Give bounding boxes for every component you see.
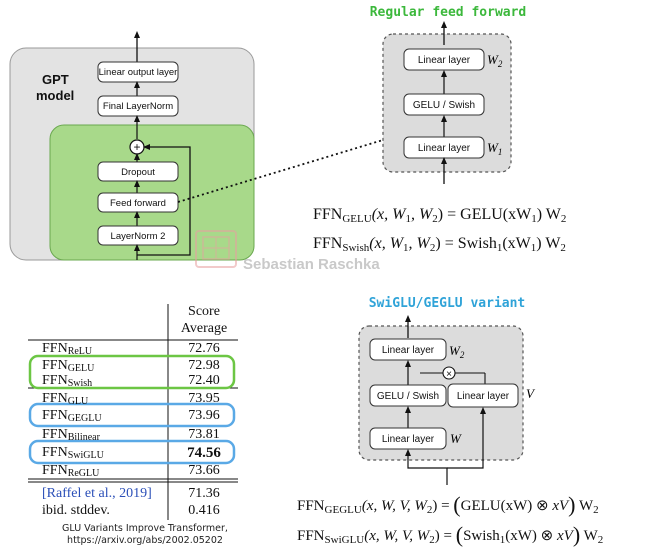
highlight-gelu-swish bbox=[28, 354, 236, 390]
multiply-symbol: × bbox=[446, 369, 452, 380]
glu-table-frame bbox=[28, 304, 238, 520]
highlight-geglu bbox=[28, 402, 236, 428]
swiglu-linear-bottom-label: Linear layer bbox=[382, 434, 435, 445]
swiglu-weight-top: W2 bbox=[449, 343, 465, 360]
table-row: FFNGEGLU 73.96 bbox=[42, 408, 220, 424]
zoom-connector bbox=[177, 139, 384, 203]
table-row: FFNSwiGLU 74.56 bbox=[42, 445, 221, 461]
table-row: FFNReGLU 73.66 bbox=[42, 463, 220, 479]
table-row: FFNSwish 72.40 bbox=[42, 373, 220, 389]
watermark-text: Sebastian Raschka bbox=[243, 256, 380, 273]
regular-ff-title: Regular feed forward bbox=[370, 5, 527, 20]
regular-linear-top-label: Linear layer bbox=[418, 55, 471, 66]
swiglu-linear-right-label: Linear layer bbox=[457, 391, 510, 402]
regular-weight-top: W2 bbox=[487, 52, 503, 69]
swiglu-activation-label: GELU / Swish bbox=[377, 391, 439, 402]
final-layernorm-label: Final LayerNorm bbox=[103, 101, 173, 112]
dropout-label: Dropout bbox=[121, 167, 155, 178]
highlight-swiglu bbox=[28, 439, 236, 465]
formula-ffn-geglu: FFNGEGLU(x, W, V, W2) = (GELU(xW) ⊗ xV) … bbox=[297, 492, 599, 517]
feed-forward-label: Feed forward bbox=[110, 198, 166, 209]
table-row: FFNGELU 72.98 bbox=[42, 358, 220, 374]
linear-output-layer-label: Linear output layer bbox=[99, 67, 178, 78]
swiglu-title: SwiGLU/GEGLU variant bbox=[369, 296, 526, 311]
gpt-model-panel: GPT model Linear output layer Final Laye… bbox=[9, 31, 255, 261]
table-row-stddev: ibid. stddev. 0.416 bbox=[42, 503, 220, 518]
table-header-score: Score Average bbox=[180, 304, 228, 336]
table-row-reference: [Raffel et al., 2019] 71.36 bbox=[42, 486, 220, 501]
regular-weight-bottom: W1 bbox=[487, 140, 502, 157]
table-row: FFNBilinear 73.81 bbox=[42, 427, 220, 443]
regular-ff-panel: Regular feed forward Linear layer W2 GEL… bbox=[370, 5, 527, 184]
swiglu-weight-w: W bbox=[450, 431, 462, 446]
gpt-title-line2: model bbox=[36, 88, 74, 103]
layernorm2-label: LayerNorm 2 bbox=[111, 231, 166, 242]
regular-linear-bottom-label: Linear layer bbox=[418, 143, 471, 154]
swiglu-panel: SwiGLU/GEGLU variant Linear layer W2 × G… bbox=[358, 296, 536, 485]
formula-ffn-swiglu: FFNSwiGLU(x, W, V, W2) = (Swish1(xW) ⊗ x… bbox=[297, 522, 604, 547]
swiglu-weight-v: V bbox=[526, 386, 536, 401]
citation-caption: GLU Variants Improve Transformer, https:… bbox=[62, 523, 228, 546]
table-row: FFNGLU 73.95 bbox=[42, 391, 220, 407]
swiglu-linear-top-label: Linear layer bbox=[382, 345, 435, 356]
formula-ffn-gelu: FFNGELU(x, W1, W2) = GELU(xW1) W2 bbox=[313, 206, 567, 225]
watermark-logo-icon bbox=[195, 230, 237, 268]
gpt-title-line1: GPT bbox=[42, 72, 69, 87]
residual-add-symbol: + bbox=[133, 140, 140, 154]
regular-activation-label: GELU / Swish bbox=[413, 100, 475, 111]
formula-ffn-swish: FFNSwish(x, W1, W2) = Swish1(xW1) W2 bbox=[313, 235, 566, 254]
table-row: FFNReLU 72.76 bbox=[42, 341, 220, 357]
